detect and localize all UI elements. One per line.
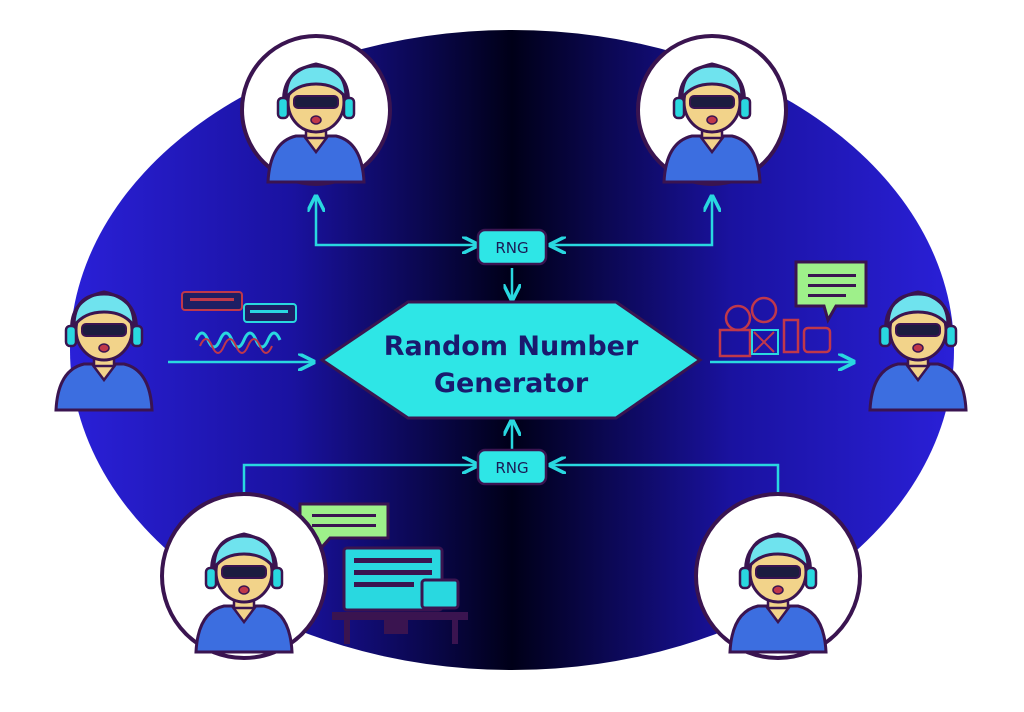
speech-bubble-right [794,260,868,324]
rng-box-top: RNG [476,228,548,266]
connector-bottom-left [242,465,476,492]
connectors [168,198,852,492]
avatar-bottom-right [694,492,862,660]
avatar-bottom-left [160,492,328,660]
rng-box-bottom: RNG [476,448,548,486]
avatar-top-left [240,34,392,186]
hexagon-title-line2: Generator [434,368,589,399]
rng-box-top-label: RNG [495,239,528,257]
avatar-top-right [636,34,788,186]
connector-bottom-right [552,465,780,492]
rng-hexagon: Random Number Generator [319,300,703,420]
connector-top-left [316,198,476,245]
connector-top-right [552,198,712,245]
right-data-panel [718,296,832,358]
hexagon-title-line1: Random Number [384,331,639,362]
left-data-panel [181,291,297,354]
computer-workstation [332,546,468,644]
rng-box-bottom-label: RNG [495,459,528,477]
